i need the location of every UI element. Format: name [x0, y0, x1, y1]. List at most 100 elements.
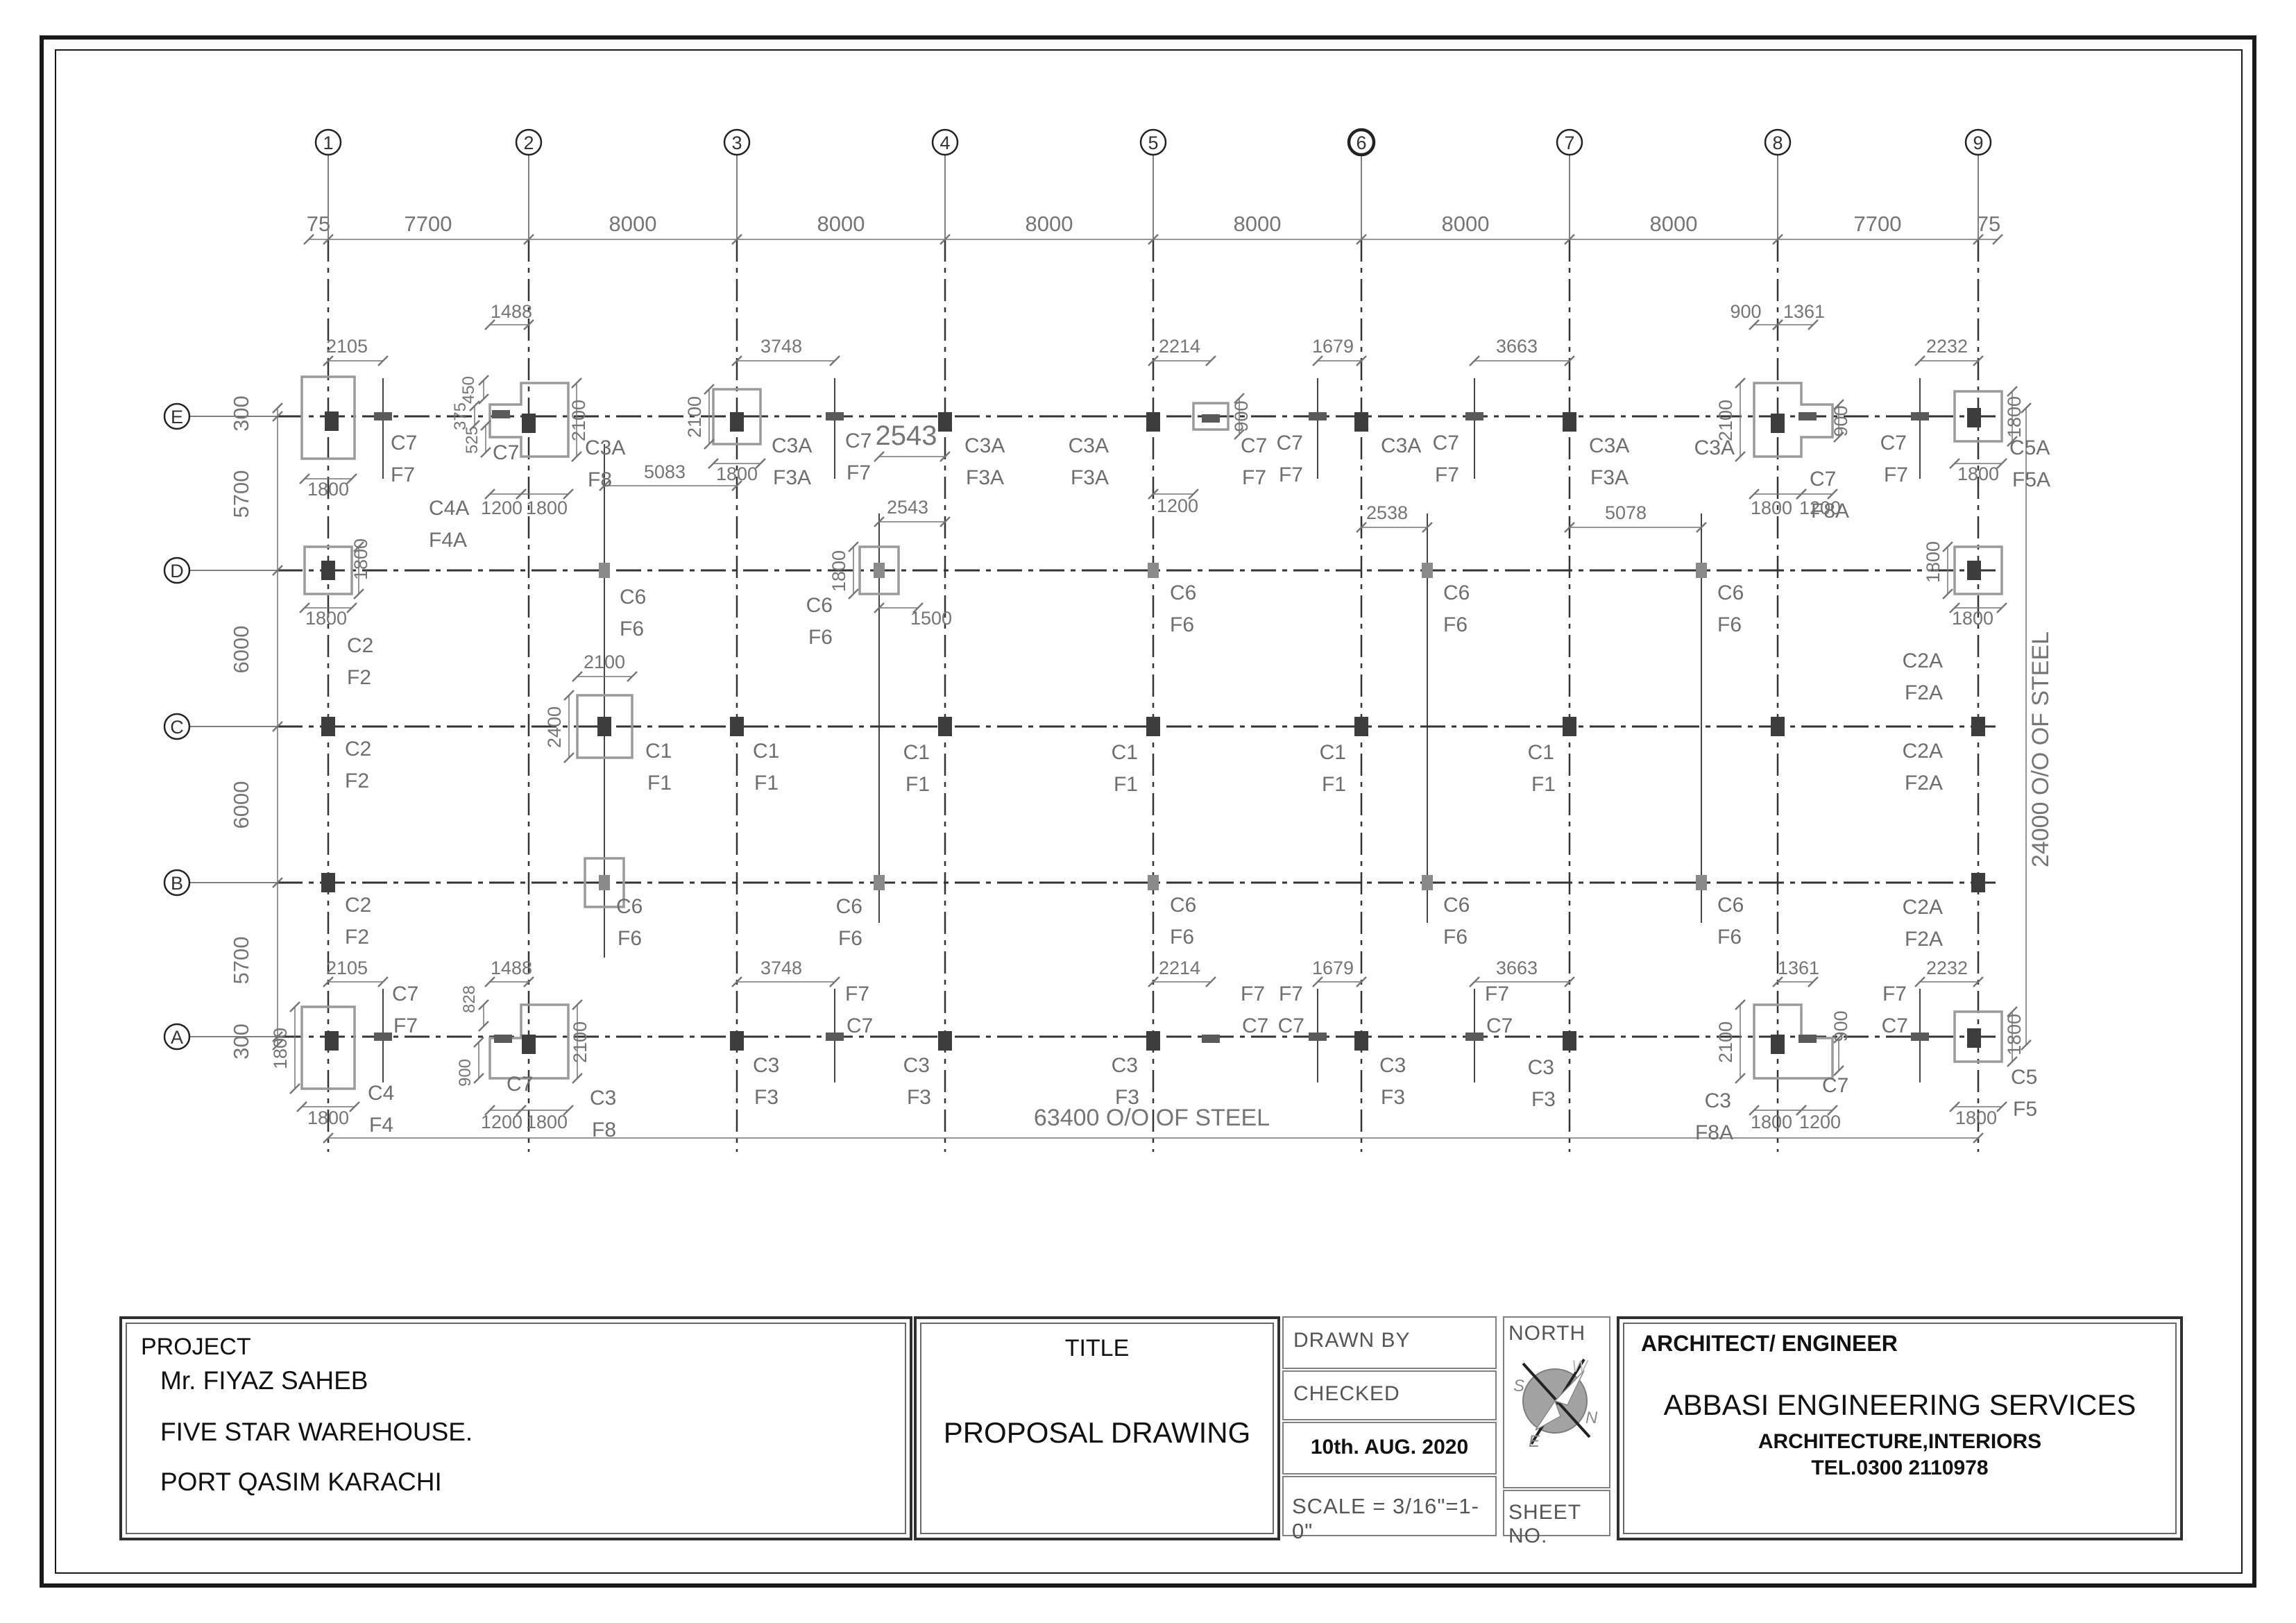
svg-text:8000: 8000 — [1234, 212, 1282, 236]
svg-text:5: 5 — [1148, 133, 1158, 153]
svg-text:C6: C6 — [1717, 581, 1744, 604]
svg-text:C7: C7 — [493, 441, 519, 464]
bottom-dimension: 63400 O/O OF STEEL — [323, 1105, 1984, 1144]
svg-text:5700: 5700 — [229, 937, 253, 985]
svg-text:F3: F3 — [1531, 1088, 1556, 1111]
sheet-border — [40, 35, 2256, 1588]
svg-text:F2A: F2A — [1905, 772, 1943, 794]
svg-text:F7: F7 — [1882, 983, 1907, 1005]
svg-text:75: 75 — [1977, 212, 2000, 236]
right-dimension: 24000 O/O OF STEEL — [2021, 402, 2054, 1051]
svg-text:F7: F7 — [1279, 983, 1303, 1005]
svg-text:7700: 7700 — [405, 212, 452, 236]
firm-name: ABBASI ENGINEERING SERVICES — [1663, 1388, 2136, 1421]
svg-text:F6: F6 — [1443, 926, 1468, 949]
svg-text:2105: 2105 — [326, 958, 368, 978]
svg-text:8000: 8000 — [1442, 212, 1490, 236]
svg-text:C3A: C3A — [1694, 436, 1735, 459]
svg-text:C7: C7 — [1241, 434, 1267, 457]
svg-text:2100: 2100 — [1715, 1021, 1736, 1063]
svg-text:C3: C3 — [903, 1054, 930, 1077]
svg-text:B: B — [171, 873, 183, 894]
svg-text:C7: C7 — [1242, 1014, 1268, 1037]
svg-text:C2A: C2A — [1903, 896, 1943, 919]
svg-text:C2: C2 — [345, 894, 371, 917]
svg-text:1800: 1800 — [526, 498, 568, 518]
svg-text:2538: 2538 — [1366, 502, 1408, 523]
svg-text:F5A: F5A — [2012, 468, 2050, 491]
svg-text:C3A: C3A — [1069, 434, 1109, 457]
svg-text:1800: 1800 — [716, 464, 758, 484]
svg-text:C3: C3 — [1528, 1056, 1554, 1079]
svg-text:2214: 2214 — [1159, 958, 1200, 978]
svg-text:900: 900 — [1730, 301, 1761, 322]
north-compass-icon: S W N E — [1513, 1357, 1598, 1451]
svg-text:C6: C6 — [1443, 581, 1470, 604]
svg-text:1800: 1800 — [1751, 498, 1792, 518]
svg-text:1200: 1200 — [1799, 498, 1841, 518]
svg-text:8000: 8000 — [1650, 212, 1698, 236]
svg-text:W: W — [1572, 1357, 1589, 1376]
svg-text:900: 900 — [1830, 1010, 1851, 1042]
svg-text:F4A: F4A — [429, 529, 467, 552]
svg-text:7700: 7700 — [1854, 212, 1902, 236]
project-client: Mr. FIYAZ SAHEB — [160, 1366, 368, 1395]
svg-text:D: D — [170, 561, 184, 581]
svg-text:8: 8 — [1772, 133, 1783, 153]
svg-text:C7: C7 — [1433, 432, 1459, 454]
svg-text:F1: F1 — [1531, 773, 1556, 796]
svg-text:1800: 1800 — [1957, 464, 1999, 484]
svg-text:E: E — [1529, 1432, 1540, 1451]
svg-text:C6: C6 — [1170, 581, 1196, 604]
svg-text:4: 4 — [939, 133, 950, 153]
svg-text:F7: F7 — [1485, 983, 1509, 1005]
svg-text:1800: 1800 — [350, 538, 371, 580]
svg-text:F2A: F2A — [1905, 681, 1943, 704]
svg-text:C4A: C4A — [429, 497, 469, 520]
column-markers — [321, 408, 1985, 1054]
svg-text:1361: 1361 — [1778, 958, 1819, 978]
checked-label: CHECKED — [1293, 1382, 1400, 1405]
svg-text:C3: C3 — [753, 1054, 779, 1077]
svg-text:C3: C3 — [590, 1087, 616, 1110]
svg-text:C6: C6 — [1170, 894, 1196, 917]
svg-text:1488: 1488 — [491, 958, 532, 978]
svg-text:C1: C1 — [645, 740, 672, 763]
svg-text:C1: C1 — [1112, 741, 1138, 764]
svg-text:2100: 2100 — [570, 1021, 590, 1063]
svg-text:1800: 1800 — [307, 479, 349, 500]
title-label: TITLE — [1064, 1335, 1130, 1361]
svg-text:C7: C7 — [507, 1073, 533, 1096]
svg-text:1200: 1200 — [1157, 495, 1198, 516]
svg-text:C1: C1 — [903, 741, 930, 764]
svg-text:F3: F3 — [1115, 1086, 1139, 1109]
svg-text:C2: C2 — [347, 634, 373, 657]
svg-text:C: C — [170, 717, 184, 738]
svg-text:2214: 2214 — [1159, 336, 1200, 357]
svg-text:F7: F7 — [1279, 464, 1303, 486]
svg-text:F7: F7 — [847, 461, 871, 484]
svg-text:1800: 1800 — [1955, 1107, 1997, 1128]
svg-text:F2: F2 — [345, 770, 369, 792]
project-label: PROJECT — [141, 1334, 251, 1360]
svg-text:2232: 2232 — [1926, 336, 1968, 357]
svg-text:6: 6 — [1356, 133, 1366, 153]
svg-text:C5A: C5A — [2009, 436, 2050, 459]
svg-text:F1: F1 — [1322, 773, 1346, 796]
svg-text:F6: F6 — [620, 618, 644, 640]
svg-text:2232: 2232 — [1926, 958, 1968, 978]
svg-text:C7: C7 — [1880, 432, 1907, 454]
svg-text:1800: 1800 — [2004, 396, 2025, 438]
date-value: 10th. AUG. 2020 — [1310, 1436, 1469, 1459]
svg-text:C7: C7 — [847, 1014, 873, 1037]
svg-text:75: 75 — [307, 212, 330, 236]
svg-text:7: 7 — [1564, 133, 1574, 153]
svg-text:F6: F6 — [1717, 926, 1742, 949]
svg-text:C7: C7 — [1486, 1014, 1513, 1037]
svg-text:900: 900 — [456, 1059, 475, 1087]
svg-text:F7: F7 — [845, 983, 869, 1005]
